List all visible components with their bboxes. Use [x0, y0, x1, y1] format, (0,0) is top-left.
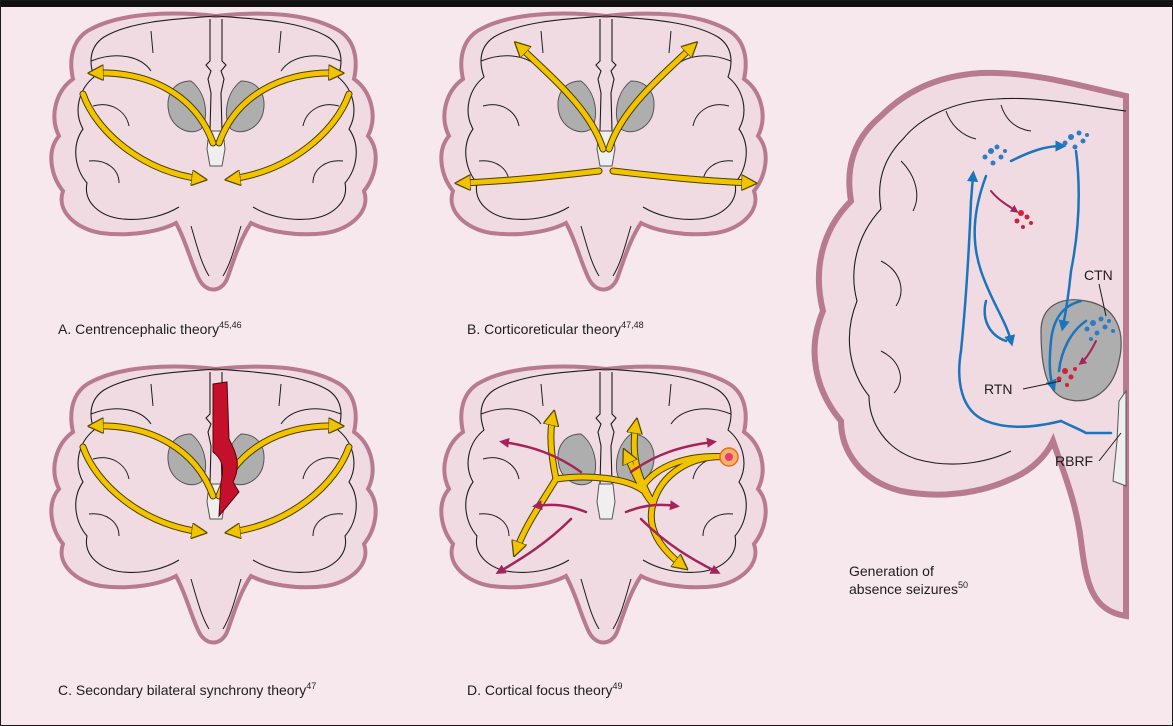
caption-side-ref: 50: [958, 580, 968, 590]
caption-b-ref: 47,48: [621, 320, 644, 330]
caption-a-text: A. Centrencephalic theory: [58, 321, 219, 337]
panel-d-brain: [441, 367, 765, 643]
caption-panel-a: A. Centrencephalic theory45,46: [58, 321, 242, 337]
caption-d-ref: 49: [613, 681, 623, 691]
label-rtn: RTN: [984, 381, 1013, 397]
label-ctn: CTN: [1084, 267, 1113, 283]
caption-side-text: absence seizures: [849, 581, 958, 597]
caption-c-text: C. Secondary bilateral synchrony theory: [58, 682, 306, 698]
caption-a-ref: 45,46: [219, 320, 242, 330]
panel-b-brain: [441, 14, 765, 290]
caption-panel-c: C. Secondary bilateral synchrony theory4…: [58, 682, 316, 698]
caption-side-line2: absence seizures50: [849, 581, 968, 597]
panel-a-brain: [51, 14, 375, 290]
panel-c-brain: [51, 367, 375, 643]
caption-b-text: B. Corticoreticular theory: [467, 321, 621, 337]
caption-d-text: D. Cortical focus theory: [467, 682, 613, 698]
caption-c-ref: 47: [306, 681, 316, 691]
caption-side-line1: Generation of: [849, 563, 934, 579]
absence-seizure-panel: [815, 73, 1126, 616]
caption-panel-d: D. Cortical focus theory49: [467, 682, 623, 698]
caption-panel-b: B. Corticoreticular theory47,48: [467, 321, 644, 337]
label-rbrf: RBRF: [1055, 453, 1093, 469]
